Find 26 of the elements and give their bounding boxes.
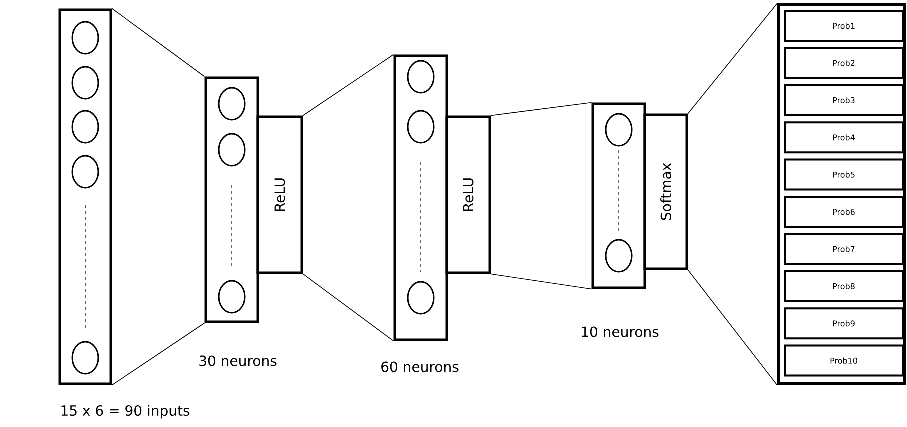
connector-line <box>490 274 592 290</box>
probability-box: Prob2 <box>784 47 904 80</box>
layer-caption: 30 neurons <box>200 356 277 366</box>
probability-box: Prob5 <box>784 158 904 191</box>
probability-box: Prob7 <box>784 233 904 266</box>
probability-box: Prob1 <box>784 10 904 42</box>
connector-line <box>490 102 592 116</box>
probability-box: Prob6 <box>784 196 904 228</box>
connector-line <box>112 8 206 78</box>
connector-line <box>688 270 778 386</box>
connector-line <box>302 274 394 342</box>
connector-line <box>688 3 778 114</box>
activation-box: Softmax <box>644 114 688 270</box>
layer-caption: 15 x 6 = 90 inputs <box>62 405 190 419</box>
probability-box: Prob9 <box>784 308 904 340</box>
probability-box: Prob4 <box>784 122 904 154</box>
probability-box: Prob10 <box>784 344 904 377</box>
layer-caption: 10 neurons <box>582 326 659 338</box>
activation-box: ReLU <box>446 116 492 274</box>
layer-caption: 60 neurons <box>382 362 459 372</box>
probability-box: Prob8 <box>784 270 904 302</box>
activation-box: ReLU <box>256 116 304 274</box>
connector-line <box>302 54 394 116</box>
connector-line <box>112 322 206 386</box>
output-box <box>778 4 906 386</box>
probability-box: Prob3 <box>784 84 904 116</box>
